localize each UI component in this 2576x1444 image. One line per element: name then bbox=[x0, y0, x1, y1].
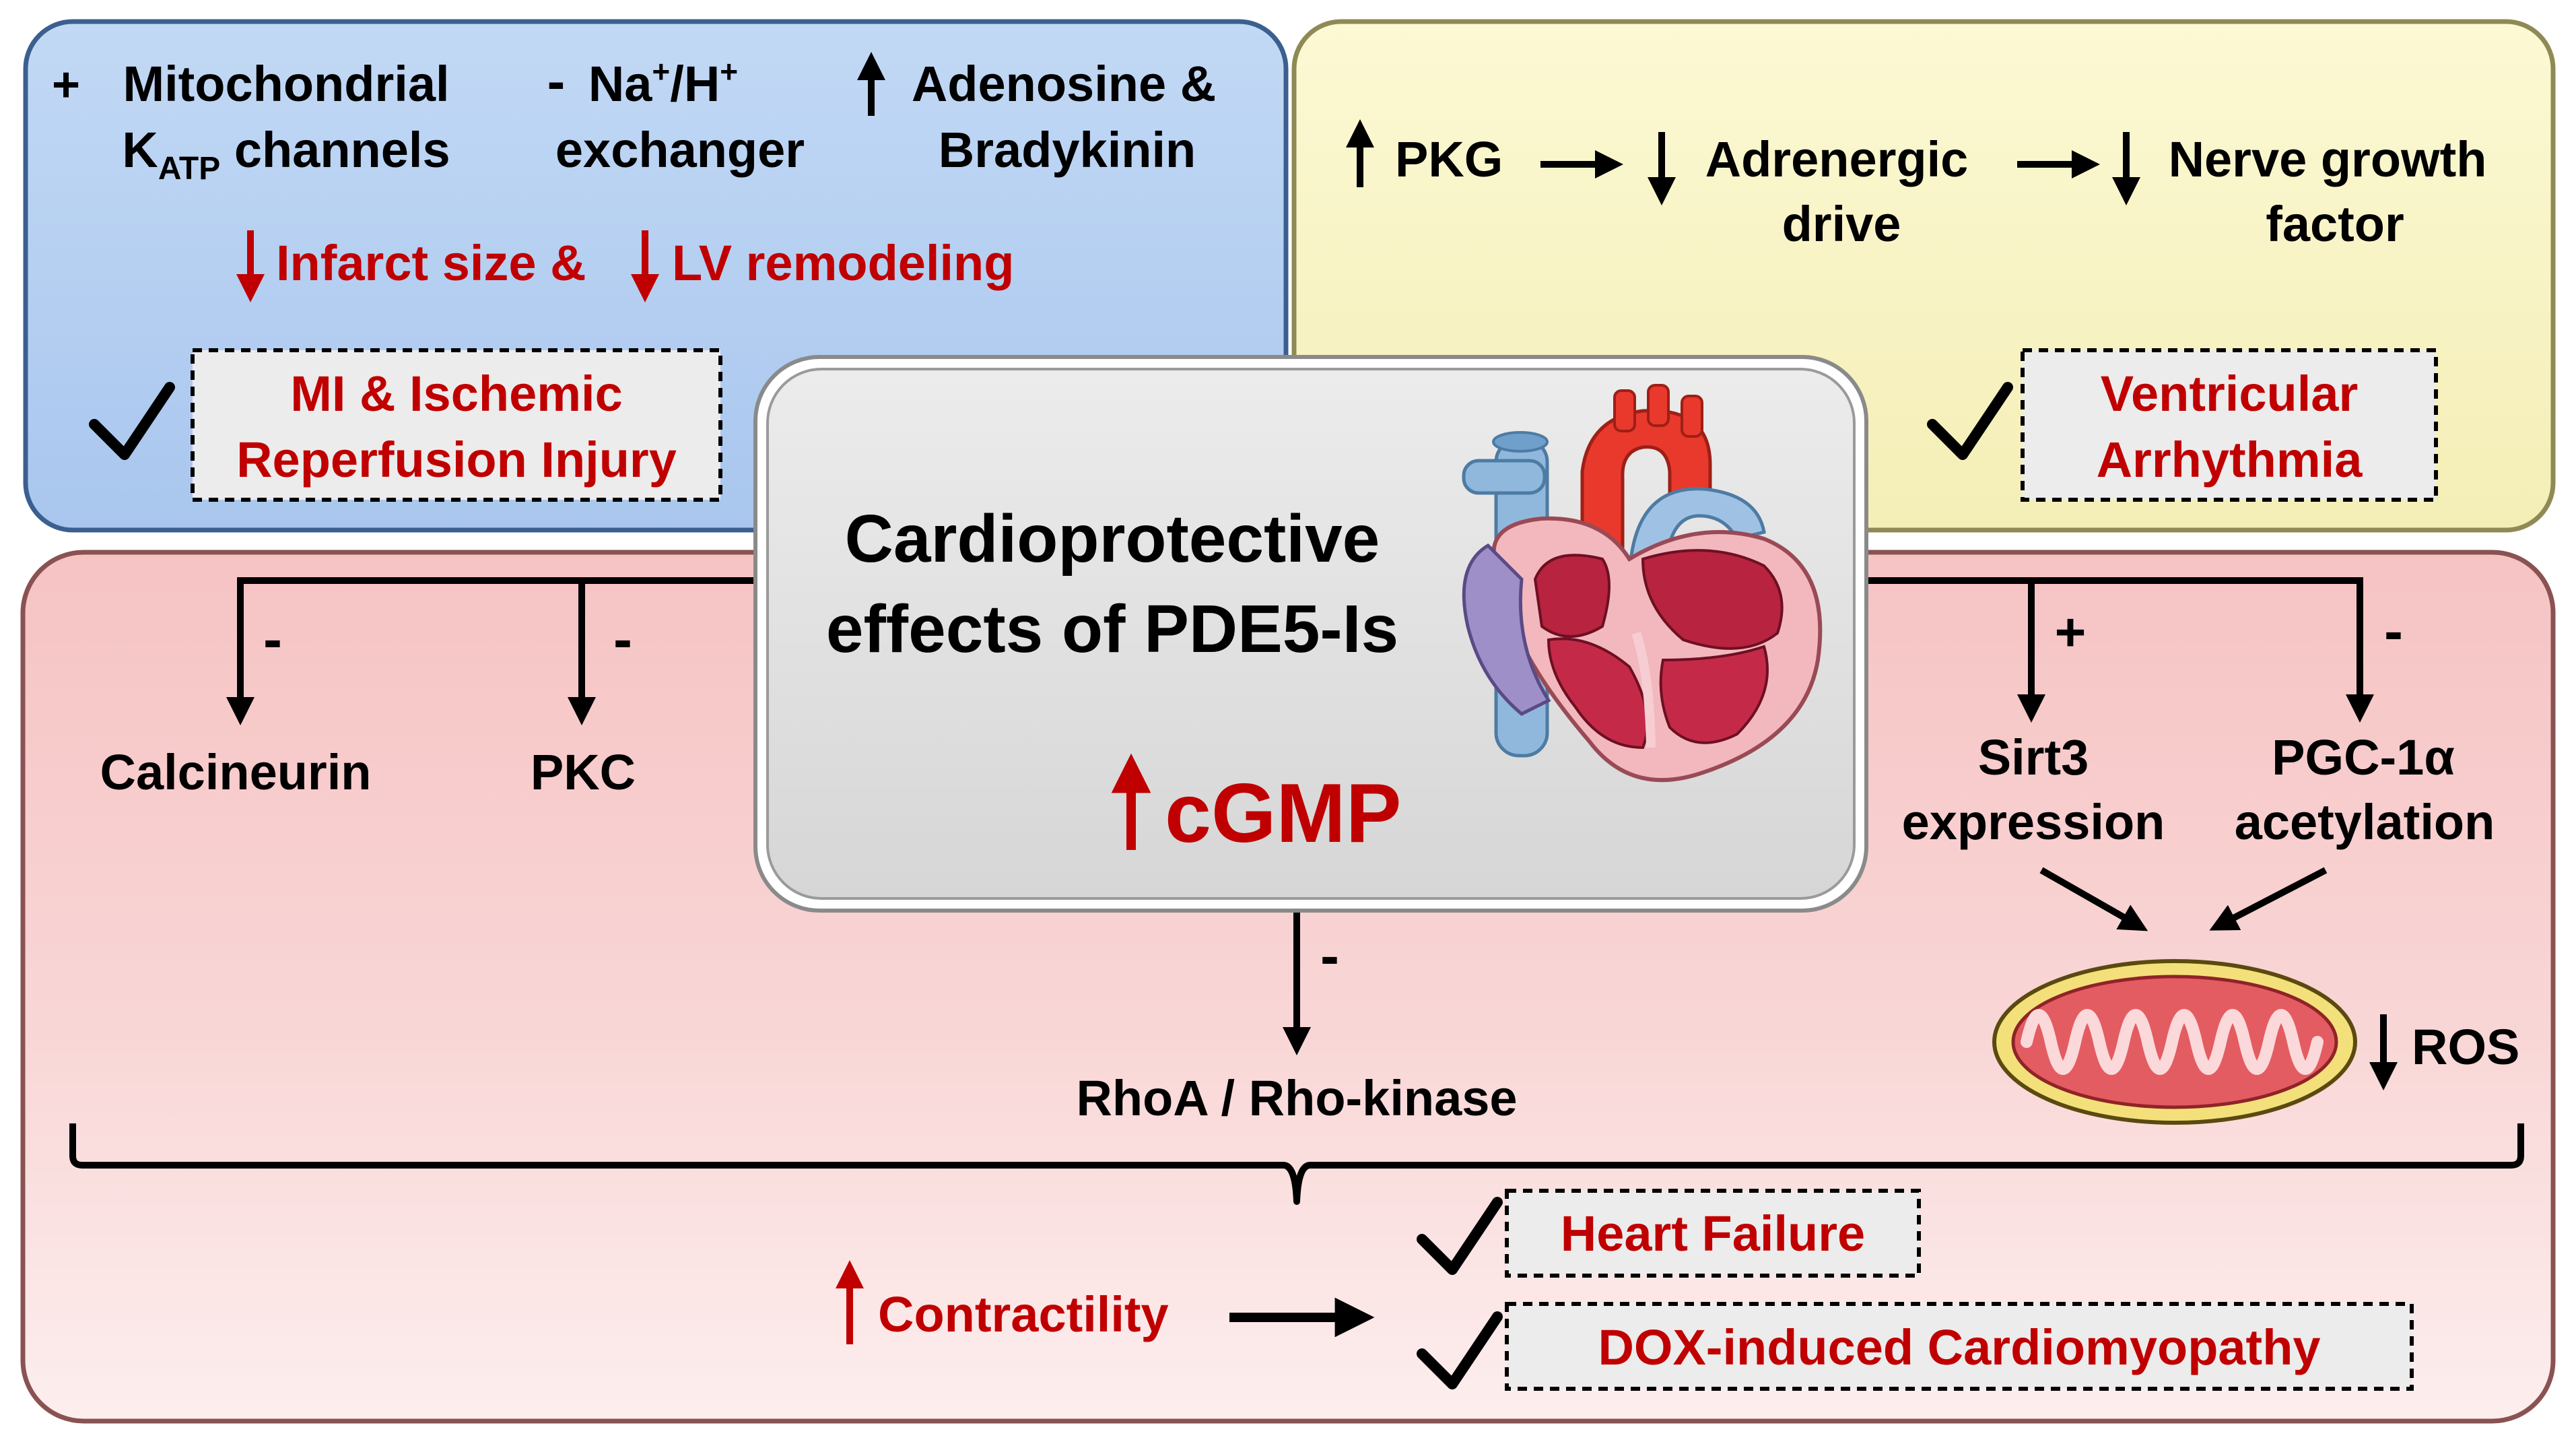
pkc-label: PKC bbox=[531, 744, 636, 800]
nerve-growth-label-line1: Nerve growth bbox=[2169, 131, 2487, 187]
katp-k: K bbox=[122, 122, 158, 178]
pkc-sign: - bbox=[613, 608, 632, 671]
exchanger-label-line2: exchanger bbox=[555, 122, 805, 178]
katp-channels: channels bbox=[220, 122, 450, 178]
infarct-label: Infarct size & bbox=[276, 235, 586, 291]
adenosine-label-line2: Bradykinin bbox=[939, 122, 1196, 178]
exchanger-sign: - bbox=[547, 51, 566, 111]
heart-failure-label: Heart Failure bbox=[1561, 1206, 1865, 1261]
lv-remodeling-label: LV remodeling bbox=[672, 235, 1014, 291]
adrenergic-label-line1: Adrenergic bbox=[1705, 131, 1969, 187]
center-title-line1: Cardioprotective bbox=[845, 501, 1380, 577]
adenosine-label-line1: Adenosine & bbox=[912, 56, 1216, 112]
ros-label: ROS bbox=[2412, 1019, 2519, 1075]
pgc-sign: - bbox=[2384, 599, 2403, 663]
sirt3-label-line1: Sirt3 bbox=[1978, 729, 2089, 785]
contractility-label: Contractility bbox=[878, 1286, 1169, 1342]
brace bbox=[69, 1123, 2524, 1205]
heart-failure-box bbox=[1505, 1189, 1921, 1278]
pgc-label-line1: PGC-1α bbox=[2272, 729, 2455, 785]
pgc-label-line2: acetylation bbox=[2235, 794, 2495, 850]
rhoa-label: RhoA / Rho-kinase bbox=[1076, 1070, 1517, 1126]
arrhythmia-outcome-line2: Arrhythmia bbox=[2097, 432, 2363, 488]
na-label: Na bbox=[588, 56, 652, 112]
cgmp-label: cGMP bbox=[1165, 767, 1401, 860]
mi-outcome-line1: MI & Ischemic bbox=[290, 366, 623, 422]
sirt3-label-line2: expression bbox=[1902, 794, 2165, 850]
mitochondrion-icon bbox=[1992, 959, 2357, 1125]
adrenergic-label-line2: drive bbox=[1782, 196, 1901, 252]
heart-icon bbox=[1462, 384, 1823, 783]
pkg-label: PKG bbox=[1395, 131, 1503, 187]
katp-label-line2: KATP channels bbox=[122, 122, 450, 187]
rhoa-sign: - bbox=[1320, 924, 1339, 987]
check-icon bbox=[1417, 1311, 1503, 1389]
h-sup: + bbox=[720, 54, 738, 89]
calcineurin-sign: - bbox=[263, 608, 282, 671]
check-icon bbox=[1417, 1197, 1503, 1275]
mi-outcome-box bbox=[191, 348, 722, 502]
nerve-growth-label-line2: factor bbox=[2266, 196, 2404, 252]
mi-outcome-line2: Reperfusion Injury bbox=[236, 432, 677, 488]
katp-subscript: ATP bbox=[158, 151, 220, 187]
dox-cardiomyopathy-box bbox=[1505, 1302, 2414, 1391]
arrow-sirt3-to-mito bbox=[2039, 867, 2148, 931]
h-label: /H bbox=[670, 56, 720, 112]
arrow-pgc-to-mito bbox=[2209, 867, 2328, 931]
sirt3-sign: + bbox=[2055, 602, 2087, 662]
katp-sign: + bbox=[52, 58, 80, 112]
katp-label-line1: Mitochondrial bbox=[123, 56, 449, 112]
na-sup: + bbox=[652, 54, 670, 89]
arrhythmia-outcome-box bbox=[2021, 348, 2438, 502]
exchanger-label-line1: Na+/H+ bbox=[588, 54, 738, 112]
center-title-line2: effects of PDE5-Is bbox=[826, 591, 1398, 667]
calcineurin-label: Calcineurin bbox=[100, 744, 372, 800]
check-icon bbox=[1927, 382, 2013, 460]
arrhythmia-outcome-line1: Ventricular bbox=[2101, 366, 2359, 422]
check-icon bbox=[89, 382, 175, 460]
dox-cardiomyopathy-label: DOX-induced Cardiomyopathy bbox=[1598, 1319, 2320, 1375]
